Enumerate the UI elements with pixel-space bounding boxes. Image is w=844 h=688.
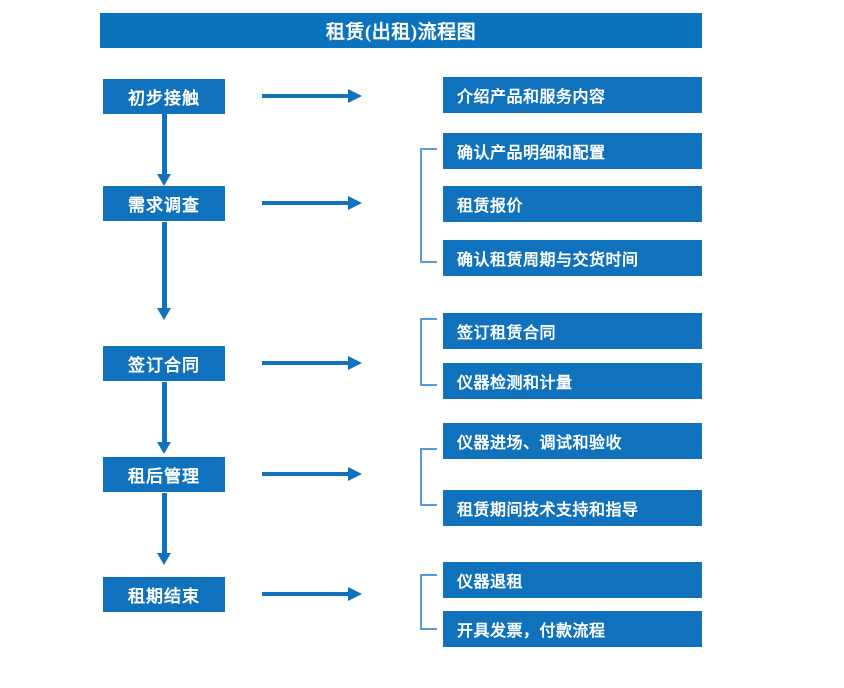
arrow-shaft (162, 382, 167, 442)
detail-box-2-3[interactable]: 确认租赁周期与交货时间 (443, 240, 702, 276)
detail-box-1-1[interactable]: 介绍产品和服务内容 (443, 77, 702, 113)
flow-arrow-down-3 (157, 382, 171, 454)
arrow-head (157, 174, 171, 186)
detail-box-4-1[interactable]: 仪器进场、调试和验收 (443, 423, 702, 459)
arrow-shaft (262, 592, 350, 596)
arrow-shaft (262, 472, 350, 476)
detail-box-2-1[interactable]: 确认产品明细和配置 (443, 133, 702, 169)
detail-box-4-2[interactable]: 租赁期间技术支持和指导 (443, 490, 702, 526)
arrow-shaft (162, 493, 167, 553)
arrow-head (157, 308, 171, 320)
stage-box-2[interactable]: 需求调查 (103, 186, 225, 221)
flow-arrow-down-2 (157, 222, 171, 320)
arrow-head (348, 196, 362, 210)
arrow-head (157, 442, 171, 454)
arrow-shaft (162, 222, 167, 308)
group-bracket-2 (420, 148, 437, 263)
arrow-shaft (262, 201, 350, 205)
group-bracket-5 (420, 574, 437, 630)
detail-box-5-1[interactable]: 仪器退租 (443, 562, 702, 598)
flow-arrow-right-3 (262, 356, 362, 370)
arrow-head (157, 553, 171, 565)
arrow-head (348, 587, 362, 601)
stage-box-3[interactable]: 签订合同 (103, 346, 225, 381)
flow-arrow-right-1 (262, 89, 362, 103)
detail-box-3-1[interactable]: 签订租赁合同 (443, 313, 702, 349)
flow-arrow-down-4 (157, 493, 171, 565)
group-bracket-3 (420, 318, 437, 386)
stage-box-1[interactable]: 初步接触 (103, 79, 225, 114)
arrow-head (348, 467, 362, 481)
arrow-shaft (262, 94, 350, 98)
detail-box-3-2[interactable]: 仪器检测和计量 (443, 363, 702, 399)
arrow-head (348, 89, 362, 103)
flow-arrow-right-4 (262, 467, 362, 481)
stage-box-4[interactable]: 租后管理 (103, 457, 225, 492)
arrow-head (348, 356, 362, 370)
arrow-shaft (262, 361, 350, 365)
detail-box-2-2[interactable]: 租赁报价 (443, 186, 702, 222)
flow-arrow-right-2 (262, 196, 362, 210)
detail-box-5-2[interactable]: 开具发票，付款流程 (443, 611, 702, 647)
stage-box-5[interactable]: 租期结束 (103, 577, 225, 612)
arrow-shaft (162, 114, 167, 174)
flow-arrow-right-5 (262, 587, 362, 601)
group-bracket-4 (420, 448, 437, 506)
flowchart-title: 租赁(出租)流程图 (100, 13, 702, 48)
flow-arrow-down-1 (157, 114, 171, 186)
